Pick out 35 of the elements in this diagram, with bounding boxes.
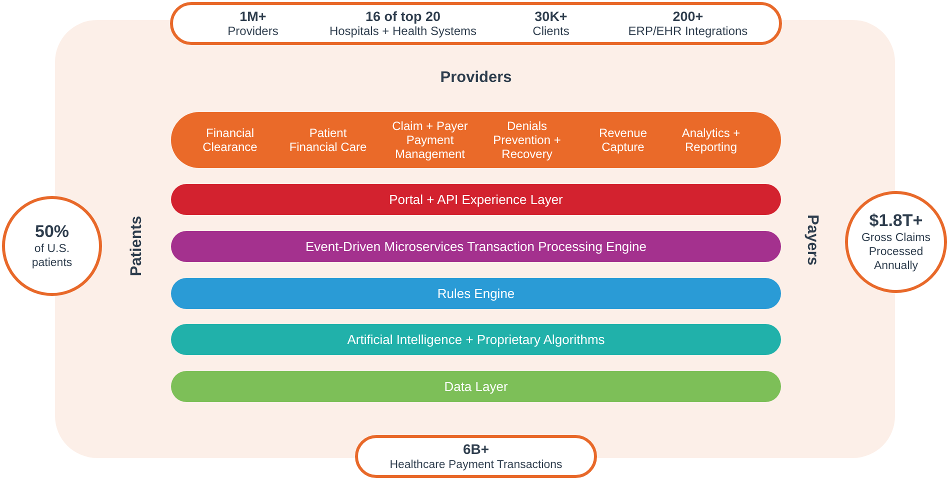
layer-bar	[171, 231, 781, 262]
stat-value: 200+	[672, 9, 704, 24]
stat-value: $1.8T+	[869, 211, 923, 231]
module-label: Patient Financial Care	[288, 126, 368, 154]
module-label: Claim + Payer Payment Management	[391, 119, 469, 161]
stat-value: 16 of top 20	[365, 9, 440, 24]
layer-label: Event-Driven Microservices Transaction Processing Engine	[305, 239, 647, 254]
stat-label: ERP/EHR Integrations	[628, 24, 748, 38]
layer-label: Portal + API Experience Layer	[389, 192, 563, 207]
stat-label: Healthcare Payment Transactions	[390, 458, 562, 472]
stat-value: 30K+	[534, 9, 568, 24]
layer-bar	[171, 278, 781, 309]
stat-label: Hospitals + Health Systems	[329, 24, 477, 38]
module-label: Denials Prevention + Recovery	[492, 119, 562, 161]
stats-banner	[170, 2, 782, 45]
module-label: Revenue Capture	[598, 126, 648, 154]
layer-label: Artificial Intelligence + Proprietary Algorithms	[347, 332, 605, 347]
layer-label: Rules Engine	[437, 286, 515, 301]
layer-bar	[171, 184, 781, 215]
stat-label: Gross Claims Processed Annually	[860, 231, 932, 273]
stat-value: 50%	[34, 222, 70, 242]
side-heading: Payers	[803, 214, 821, 266]
stat-label: of U.S. patients	[30, 242, 74, 270]
layer-bar	[171, 371, 781, 402]
layer-bar	[171, 324, 781, 355]
stat-value: 6B+	[462, 441, 490, 458]
stats-banner	[355, 435, 597, 478]
module-label: Financial Clearance	[202, 126, 258, 154]
stat-label: Clients	[532, 24, 570, 38]
stat-value: 1M+	[240, 9, 266, 24]
section-heading: Providers	[440, 69, 512, 87]
side-heading: Patients	[128, 216, 146, 276]
layer-label: Data Layer	[444, 379, 508, 394]
module-label: Analytics + Reporting	[680, 126, 742, 154]
stat-label: Providers	[228, 24, 278, 38]
